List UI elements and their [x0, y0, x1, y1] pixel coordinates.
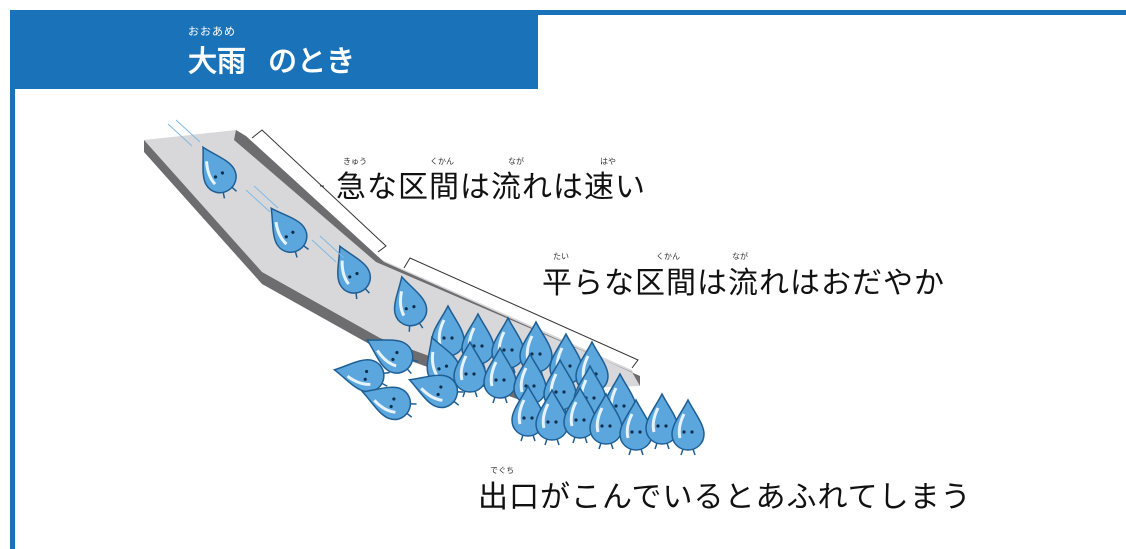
ruby-kukan-2: くかん: [656, 252, 680, 261]
water-drop-character: [270, 206, 309, 258]
water-drop-character: [589, 392, 623, 450]
water-drop-character: [671, 398, 705, 456]
water-drop-character: [202, 145, 238, 199]
water-drop-character: [563, 386, 597, 444]
frame-top-border: [10, 10, 1126, 15]
water-drop-character: [365, 339, 419, 375]
caption-flat: 平らな区間は流れはおだやか: [542, 266, 945, 301]
title-banner: [10, 10, 538, 89]
speed-line: [245, 189, 271, 213]
title-suffix: のとき: [268, 44, 356, 78]
ruby-kukan-1: くかん: [430, 157, 454, 166]
water-drops: [167, 119, 705, 456]
speed-line: [311, 239, 337, 263]
caption-steep: 急な区間は流れは速い: [336, 170, 646, 205]
ruby-deguchi: でぐち: [490, 466, 515, 475]
water-drop-character: [645, 392, 679, 450]
speed-line: [175, 119, 201, 143]
bracket-flat: [403, 257, 639, 369]
ruby-naga-1: なが: [508, 157, 524, 166]
title-word: 大雨: [188, 44, 247, 78]
page-title: 大雨のとき: [188, 38, 355, 80]
channel-floor: [144, 130, 640, 390]
speed-line: [167, 123, 193, 147]
water-drop-character: [337, 244, 372, 300]
water-drop-character: [360, 386, 417, 421]
bracket-steep: [251, 129, 387, 253]
water-drop-character: [483, 346, 517, 404]
water-drop-character: [332, 358, 390, 393]
channel: [144, 129, 640, 400]
water-drop-character: [393, 275, 428, 332]
speed-line: [319, 235, 345, 259]
water-drop-character: [453, 340, 487, 398]
title-ruby: おおあめ: [188, 25, 236, 38]
caption-outlet: 出口がこんでいるとあふれてしまう: [478, 480, 972, 515]
ruby-kyuu: きゅう: [343, 157, 367, 166]
speed-line: [253, 185, 279, 209]
ruby-tai: たい: [553, 252, 569, 261]
water-drop-character: [407, 374, 464, 409]
ruby-naga-2: なが: [732, 252, 748, 261]
frame-left-border: [10, 10, 15, 549]
ruby-haya: はや: [600, 157, 616, 166]
